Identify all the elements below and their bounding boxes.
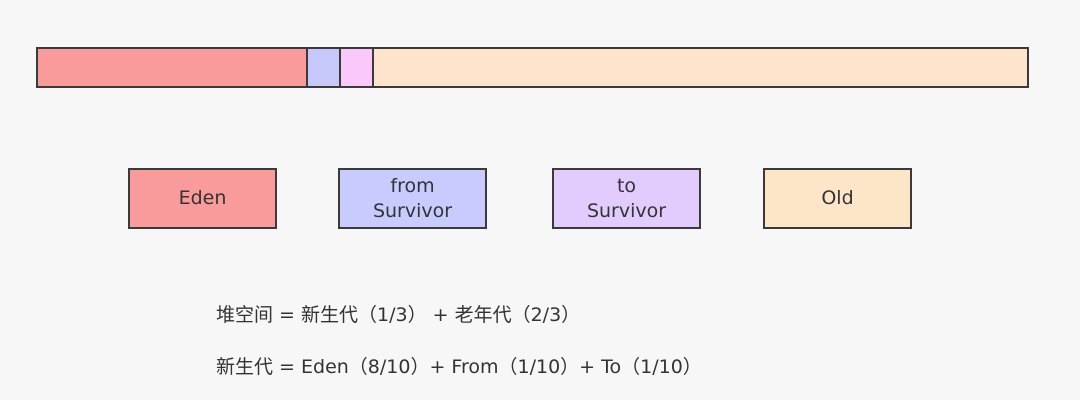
legend-old: Old (763, 168, 912, 229)
heap-segment-eden (38, 49, 306, 86)
heap-segment-to-survivor (338, 49, 372, 86)
young-generation-formula: 新生代 = Eden（8/10）+ From（1/10）+ To（1/10） (216, 356, 702, 378)
legend-old-label: Old (821, 187, 854, 209)
legend-to-survivor-line-2: Survivor (586, 199, 667, 222)
legend-from-survivor-line-2: Survivor (372, 199, 453, 222)
legend-eden: Eden (128, 168, 277, 229)
legend-to-survivor: to Survivor (552, 168, 701, 229)
legend-from-survivor-line-1: from (390, 174, 435, 197)
legend-from-survivor: from Survivor (338, 168, 487, 229)
heap-segment-from-survivor (305, 49, 339, 86)
legend-to-survivor-line-1: to (616, 174, 637, 197)
heap-segment-old (371, 49, 1027, 86)
heap-space-formula: 堆空间 = 新生代（1/3） + 老年代（2/3） (216, 304, 581, 326)
heap-memory-bar (36, 47, 1029, 88)
legend-eden-label: Eden (178, 187, 227, 209)
